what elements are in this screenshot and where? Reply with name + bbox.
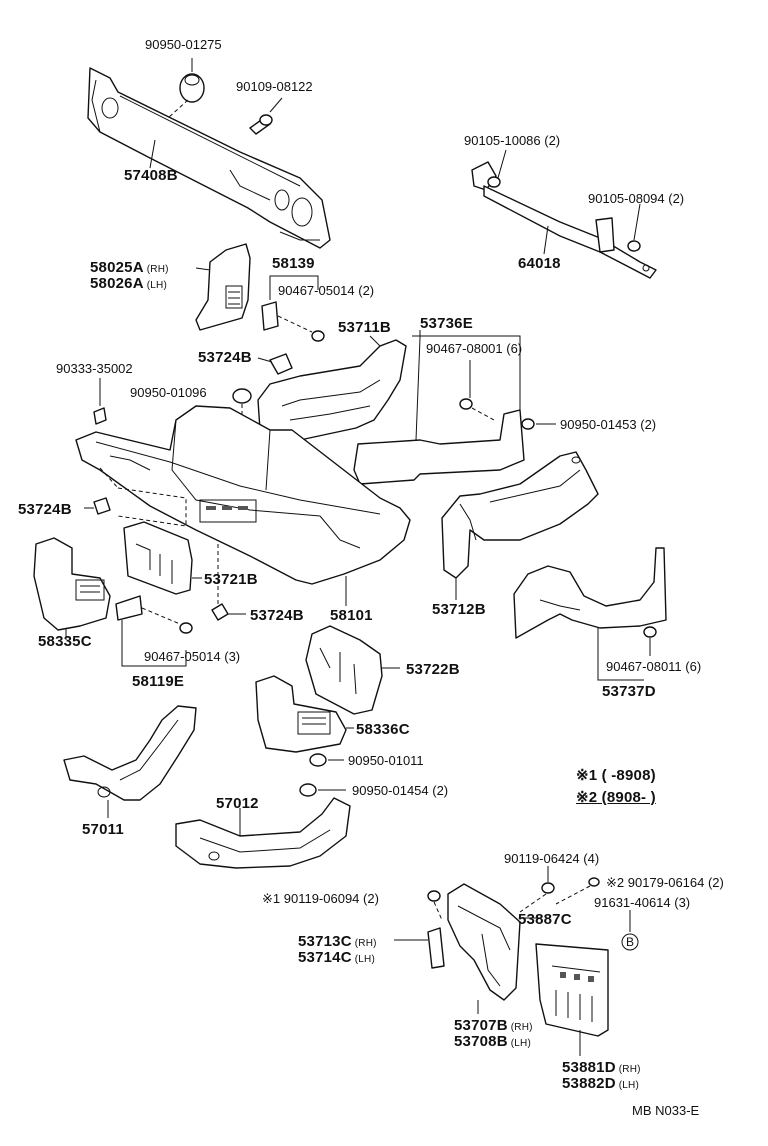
plug-90950-01011-drawing [309, 753, 327, 767]
label-90109-08122: 90109-08122 [236, 79, 313, 94]
label-90105-08094: 90105-08094 (2) [588, 191, 685, 206]
label-53737d: 53737D [602, 683, 656, 700]
part-57408b-drawing [87, 67, 331, 249]
label-90467-08011: 90467-08011 (6) [606, 659, 702, 674]
label-58119e: 58119E [132, 673, 185, 690]
bolt-90109-08122-drawing [249, 97, 283, 135]
part-57011-drawing [63, 705, 197, 818]
clip-53724b-left-drawing [84, 497, 111, 515]
drawing-code: MB N033-E [632, 1103, 700, 1118]
leader-90119-06094 [433, 901, 443, 921]
nut-90179-06164-drawing [588, 877, 600, 887]
label-90467-08001: 90467-08001 (6) [426, 341, 523, 356]
label-90950-01011: 90950-01011 [348, 753, 424, 768]
label-53713c: 53713C(RH) [298, 933, 377, 950]
part-58119e-drawing [115, 595, 193, 667]
part-53737d-drawing [513, 547, 667, 681]
bolt-90467-08001-drawing [459, 398, 473, 410]
label-53714c: 53714C(LH) [298, 949, 375, 966]
label-53712b: 53712B [432, 601, 486, 618]
label-53882d: 53882D(LH) [562, 1075, 639, 1092]
label-53711b: 53711B [338, 319, 391, 336]
label-53708b: 53708B(LH) [454, 1033, 531, 1050]
part-53712b-drawing [441, 451, 599, 600]
label-58025a: 58025A(RH) [90, 259, 169, 276]
part-53707b-drawing [447, 883, 521, 1014]
label-58335c: 58335C [38, 633, 92, 650]
part-53711b-drawing [257, 335, 407, 445]
label-90950-01453: 90950-01453 (2) [560, 417, 657, 432]
part-64018-drawing [471, 149, 657, 279]
leader-90179-06164 [555, 885, 591, 905]
clip-53724b-lower-drawing [211, 540, 246, 621]
note-2: ※2 (8908- ) [576, 789, 656, 806]
plug-90950-01454-drawing [299, 783, 317, 797]
label-57408b: 57408B [124, 167, 178, 184]
label-57012: 57012 [216, 795, 259, 812]
label-90950-01454: 90950-01454 (2) [352, 783, 449, 798]
part-53722b-drawing [305, 625, 400, 715]
part-57012-drawing [175, 797, 351, 869]
leader-90119-06424 [519, 893, 547, 913]
note-1: ※1 ( -8908) [576, 767, 656, 784]
part-58139-drawing [261, 275, 325, 342]
label-53722b: 53722B [406, 661, 460, 678]
label-90333-35002: 90333-35002 [56, 361, 133, 376]
part-58336c-drawing [255, 675, 354, 753]
ref-dash-a [99, 467, 119, 489]
label-90950-01275: 90950-01275 [145, 37, 222, 52]
part-53881d-drawing [535, 943, 609, 1056]
label-53707b: 53707B(RH) [454, 1017, 533, 1034]
part-53713c-drawing [394, 927, 445, 969]
label-53724b-left: 53724B [18, 501, 72, 518]
label-90467-05014-2: 90467-05014 (2) [278, 283, 375, 298]
label-90119-06424: 90119-06424 (4) [504, 851, 600, 866]
label-58026a: 58026A(LH) [90, 275, 167, 292]
plug-90950-01453-drawing [521, 418, 535, 430]
label-58336c: 58336C [356, 721, 410, 738]
label-lh: (LH) [146, 280, 167, 291]
part-53721b-drawing [123, 521, 202, 595]
clip-90333-35002-drawing [93, 378, 107, 425]
label-58101: 58101 [330, 607, 373, 624]
label-90179-06164: ※2 90179-06164 (2) [606, 875, 724, 890]
leader-57408b [149, 139, 156, 169]
part-58025a-drawing [195, 243, 251, 331]
bolt-90119-06424-drawing [541, 882, 555, 894]
label-91631-40614: 91631-40614 (3) [594, 895, 691, 910]
label-53724b-lower: 53724B [250, 607, 304, 624]
label-57011: 57011 [82, 821, 124, 838]
label-rh: (RH) [146, 264, 169, 275]
label-53721b: 53721B [204, 571, 258, 588]
label-53881d: 53881D(RH) [562, 1059, 641, 1076]
label-90950-01096: 90950-01096 [130, 385, 207, 400]
label-circle-b: B [626, 935, 635, 949]
label-90105-10086: 90105-10086 (2) [464, 133, 561, 148]
circle-b-marker [621, 933, 639, 951]
label-90119-06094: ※1 90119-06094 (2) [262, 891, 379, 906]
label-64018: 64018 [518, 255, 561, 272]
label-53736e: 53736E [420, 315, 473, 332]
label-53887c: 53887C [518, 911, 572, 928]
label-90467-05014-3: 90467-05014 (3) [144, 649, 241, 664]
label-58139: 58139 [272, 255, 315, 272]
bolt-90119-06094-drawing [427, 890, 441, 902]
plug-90950-01275-drawing [167, 73, 205, 119]
part-58335c-drawing [33, 537, 111, 640]
leader-90467-08001-dash [471, 407, 495, 421]
part-58101-drawing [75, 405, 411, 606]
label-53724b-top: 53724B [198, 349, 252, 366]
